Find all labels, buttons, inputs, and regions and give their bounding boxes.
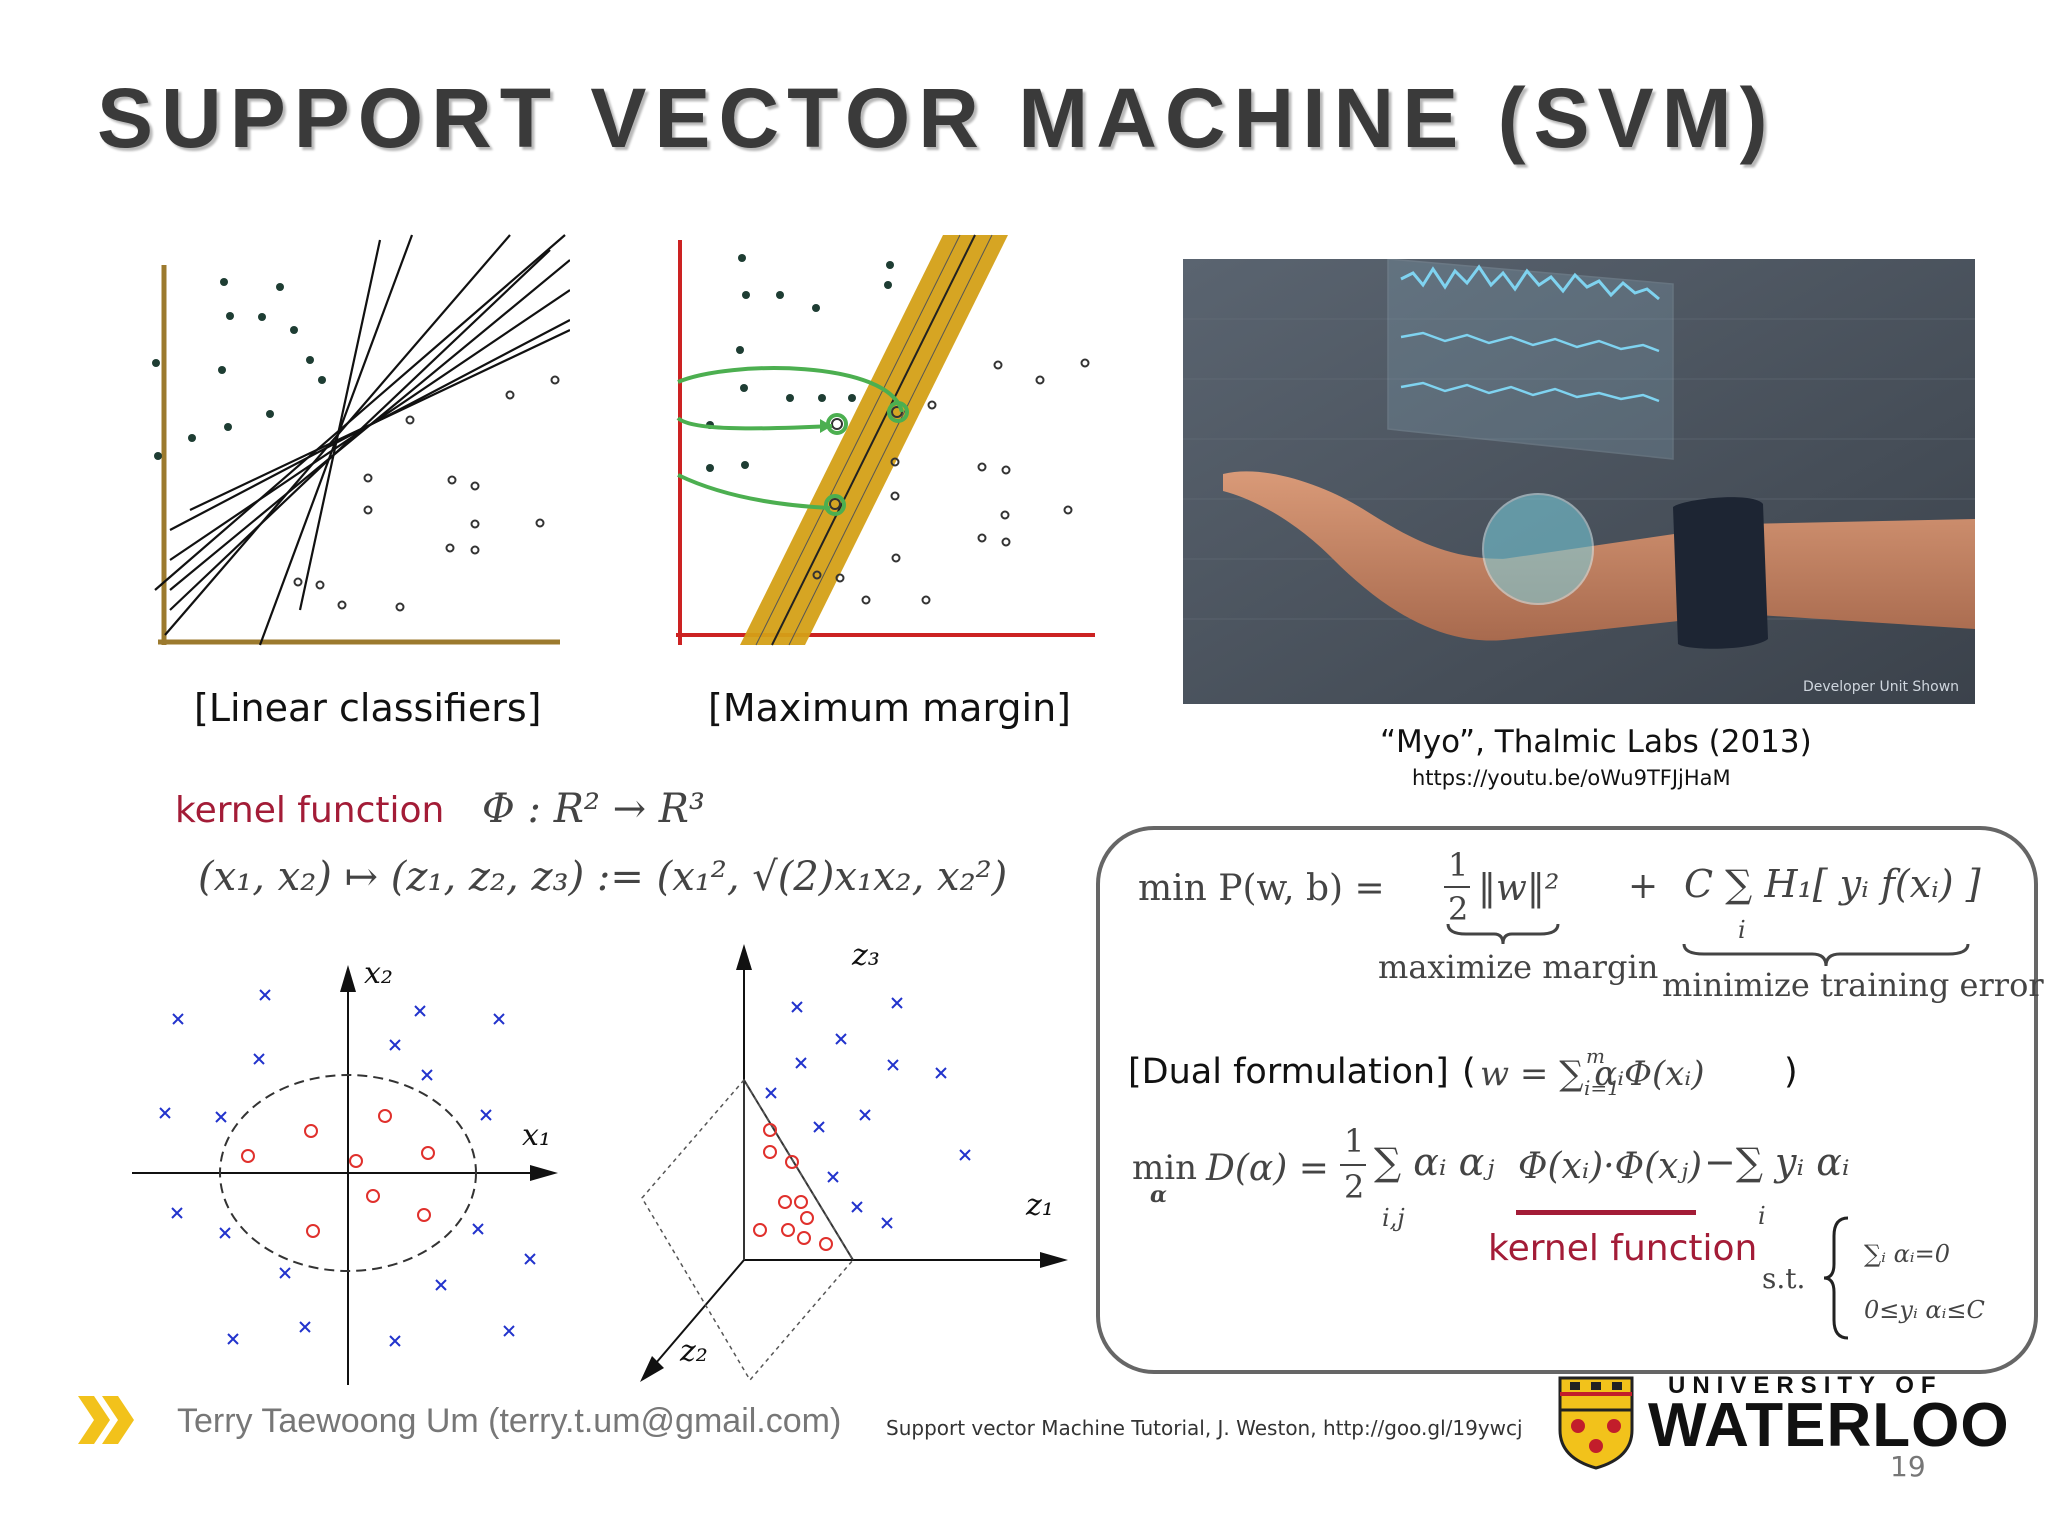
maximize-margin-label: maximize margin bbox=[1378, 948, 1659, 986]
axis-x1-label: x₁ bbox=[522, 1118, 551, 1153]
axis-z2-label: z₂ bbox=[680, 1334, 708, 1369]
slide-title: SUPPORT VECTOR MACHINE (SVM) bbox=[97, 71, 1776, 165]
dual-double-sum: ∑ αᵢ αⱼ bbox=[1374, 1140, 1495, 1184]
feature-space-plot bbox=[640, 944, 1068, 1382]
norm-w-squared: ‖w‖² bbox=[1478, 868, 1560, 909]
plus-sign: + bbox=[1628, 866, 1659, 907]
axis-z1-label: z₁ bbox=[1026, 1188, 1054, 1223]
dual-double-sum-index: i,j bbox=[1382, 1204, 1405, 1232]
primal-objective-lhs: min P(w, b) = bbox=[1138, 868, 1385, 909]
half-fraction-bar bbox=[1444, 886, 1470, 888]
axis-z3-label: z₃ bbox=[852, 938, 880, 973]
maximize-margin-brace bbox=[1446, 923, 1560, 945]
half-numerator: 1 bbox=[1448, 846, 1469, 884]
dual-kernel-term: Φ(xᵢ)·Φ(xⱼ) bbox=[1518, 1146, 1703, 1187]
subject-to-label: s.t. bbox=[1762, 1262, 1806, 1295]
dual-linear-term: −∑ yᵢ αᵢ bbox=[1704, 1140, 1850, 1184]
dual-half-den: 2 bbox=[1344, 1168, 1365, 1206]
linear-classifiers-caption: [Linear classifiers] bbox=[194, 686, 542, 730]
myo-url[interactable]: https://youtu.be/oWu9TFJjHaM bbox=[1412, 766, 1731, 790]
dual-min: min bbox=[1132, 1148, 1198, 1188]
axis-x2-label: x₂ bbox=[364, 956, 393, 991]
reference-credit: Support vector Machine Tutorial, J. West… bbox=[886, 1416, 1523, 1440]
dual-w-expansion: w = ∑ αᵢΦ(xᵢ) bbox=[1480, 1054, 1705, 1094]
linear-classifiers-plot bbox=[152, 234, 570, 646]
myo-watermark: Developer Unit Shown bbox=[1803, 679, 1959, 695]
university-of-label: UNIVERSITY OF bbox=[1668, 1372, 1943, 1399]
kernel-function-annotation: kernel function bbox=[1488, 1228, 1758, 1269]
dual-linear-sum-index: i bbox=[1758, 1202, 1766, 1230]
dual-half-num: 1 bbox=[1344, 1122, 1365, 1160]
kernel-underline bbox=[1516, 1210, 1696, 1215]
feature-mapping: (x₁, x₂) ↦ (z₁, z₂, z₃) := (x₁², √(2)x₁x… bbox=[198, 854, 1008, 900]
myo-armband-photo: Developer Unit Shown bbox=[1183, 259, 1975, 704]
dual-formulation-label: [Dual formulation] bbox=[1128, 1052, 1449, 1092]
input-space-plot bbox=[132, 965, 558, 1385]
chevron-logo-icon bbox=[78, 1396, 134, 1444]
dual-w-sum-upper: m bbox=[1586, 1044, 1605, 1068]
dual-objective-lhs: D(α) = bbox=[1206, 1148, 1329, 1189]
maximum-margin-caption: [Maximum margin] bbox=[708, 686, 1071, 730]
dual-w-open: ( bbox=[1462, 1052, 1476, 1092]
constraint-sum-zero: ∑ᵢ αᵢ=0 bbox=[1864, 1240, 1951, 1268]
waterloo-wordmark: WATERLOO bbox=[1648, 1391, 2010, 1460]
myo-caption: “Myo”, Thalmic Labs (2013) bbox=[1380, 724, 1812, 760]
dual-min-subscript: α bbox=[1150, 1182, 1167, 1208]
minimize-error-brace bbox=[1682, 943, 1970, 967]
dual-half-bar bbox=[1340, 1164, 1366, 1166]
hinge-sum-index: i bbox=[1738, 916, 1746, 944]
minimize-error-label: minimize training error bbox=[1662, 966, 2044, 1004]
half-denominator: 2 bbox=[1448, 890, 1469, 928]
dual-w-sum-lower: i=1 bbox=[1584, 1076, 1620, 1100]
page-number: 19 bbox=[1890, 1450, 1926, 1483]
author-credit: Terry Taewoong Um (terry.t.um@gmail.com) bbox=[177, 1402, 842, 1440]
waterloo-crest-icon bbox=[1558, 1376, 1634, 1470]
maximum-margin-plot bbox=[676, 234, 1095, 646]
constraint-brace bbox=[1823, 1216, 1849, 1340]
dual-w-close: ) bbox=[1784, 1052, 1798, 1092]
kernel-function-label: kernel function bbox=[175, 790, 445, 831]
phi-mapping: Φ : R² → R³ bbox=[482, 786, 705, 832]
svm-formulation-box bbox=[1096, 826, 2038, 1374]
constraint-box: 0≤yᵢ αᵢ≤C bbox=[1864, 1296, 1985, 1324]
hinge-loss-term: C ∑ H₁[ yᵢ f(xᵢ) ] bbox=[1684, 862, 1981, 906]
